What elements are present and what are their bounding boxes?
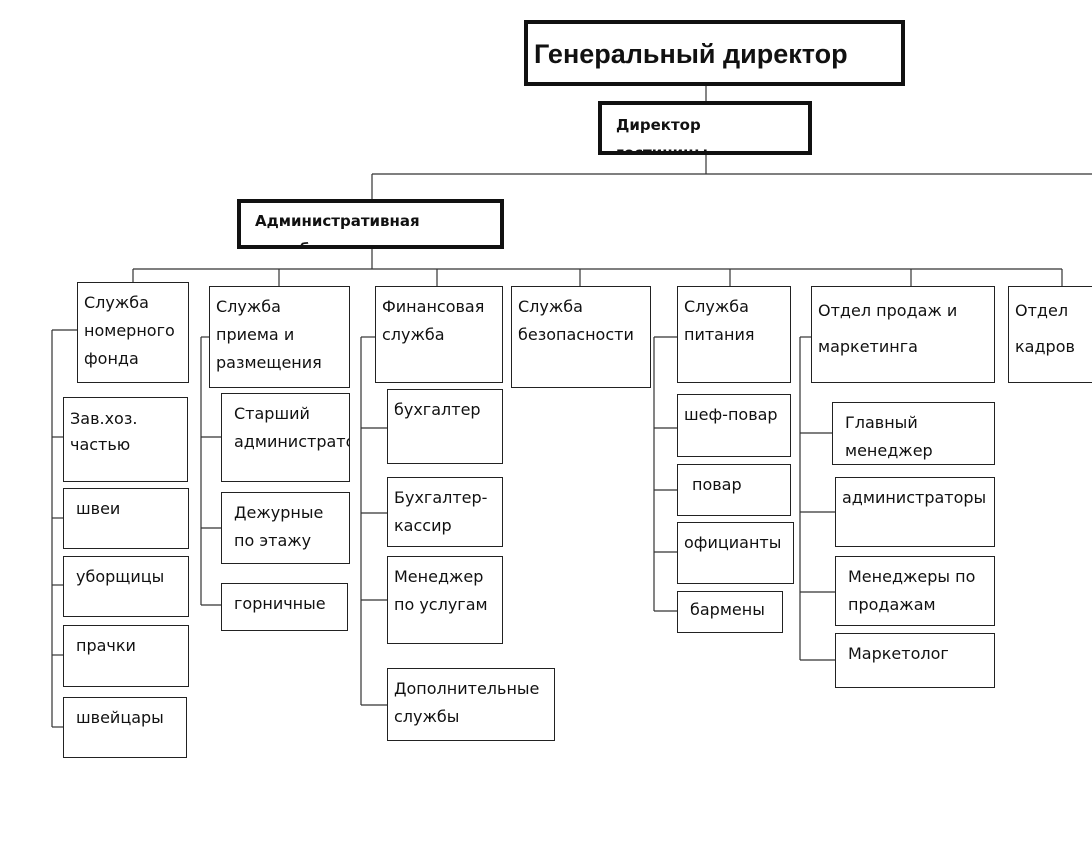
dept-room-fund-label: Служба номерного фонда [84,293,175,368]
dept-security-label: Служба безопасности [518,297,634,344]
room-fund-item-label: уборщицы [76,567,165,586]
reception-item: Старший администратор [221,393,350,482]
room-fund-item: швейцары [63,697,187,758]
sales-item-label: администраторы [842,488,987,507]
ceo-label: Генеральный директор [534,39,848,69]
finance-item-label: бухгалтер [394,400,481,419]
catering-item: официанты [677,522,794,584]
dept-sales-label: Отдел продаж и маркетинга [818,301,958,356]
sales-item: администраторы [835,477,995,547]
sales-item: Маркетолог [835,633,995,688]
finance-item: Дополнительные службы [387,668,555,741]
finance-item-label: Менеджер по услугам [394,567,488,614]
catering-item-label: повар [692,475,742,494]
finance-item-label: Бухгалтер-кассир [394,488,488,535]
dept-hr: Отдел кадров [1008,286,1092,383]
finance-item-label: Дополнительные службы [394,679,540,726]
sales-item: Менеджеры по продажам [835,556,995,626]
sales-item-label: Главный менеджер [845,413,933,460]
reception-item-label: Старший администратор [234,404,349,451]
sales-item-label: Менеджеры по продажам [848,567,976,614]
catering-item: повар [677,464,791,516]
room-fund-item-label: Зав.хоз. частью [70,409,138,454]
reception-item: горничные [221,583,348,631]
room-fund-item: Зав.хоз. частью [63,397,188,482]
hotel-director-box: Директор гостиницы [598,101,812,155]
catering-item-label: шеф-повар [684,405,778,424]
room-fund-item-label: швеи [76,499,121,518]
room-fund-item: швеи [63,488,189,549]
dept-sales: Отдел продаж и маркетинга [811,286,995,383]
dept-room-fund: Служба номерного фонда [77,282,189,383]
room-fund-item-label: швейцары [76,708,164,727]
hotel-director-label: Директор гостиницы [616,116,708,155]
dept-catering-label: Служба питания [684,297,755,344]
dept-finance-label: Финансовая служба [382,297,485,344]
catering-item-label: официанты [684,533,782,552]
reception-item-label: Дежурные по этажу [234,503,324,550]
room-fund-item: прачки [63,625,189,687]
dept-reception-label: Служба приема и размещения [216,297,322,372]
dept-reception: Служба приема и размещения [209,286,350,388]
sales-item-label: Маркетолог [848,644,949,663]
dept-catering: Служба питания [677,286,791,383]
catering-item: бармены [677,591,783,633]
room-fund-item-label: прачки [76,636,136,655]
finance-item: Менеджер по услугам [387,556,503,644]
reception-item-label: горничные [234,594,326,613]
sales-item: Главный менеджер [832,402,995,465]
room-fund-item: уборщицы [63,556,189,617]
catering-item: шеф-повар [677,394,791,457]
ceo-box: Генеральный директор [524,20,905,86]
reception-item: Дежурные по этажу [221,492,350,564]
dept-finance: Финансовая служба [375,286,503,383]
dept-hr-label: Отдел кадров [1015,301,1075,356]
finance-item: бухгалтер [387,389,503,464]
dept-security: Служба безопасности [511,286,651,388]
finance-item: Бухгалтер-кассир [387,477,503,547]
admin-service-box: Административная служба [237,199,504,249]
admin-service-label: Административная служба [255,212,420,249]
catering-item-label: бармены [690,600,765,619]
